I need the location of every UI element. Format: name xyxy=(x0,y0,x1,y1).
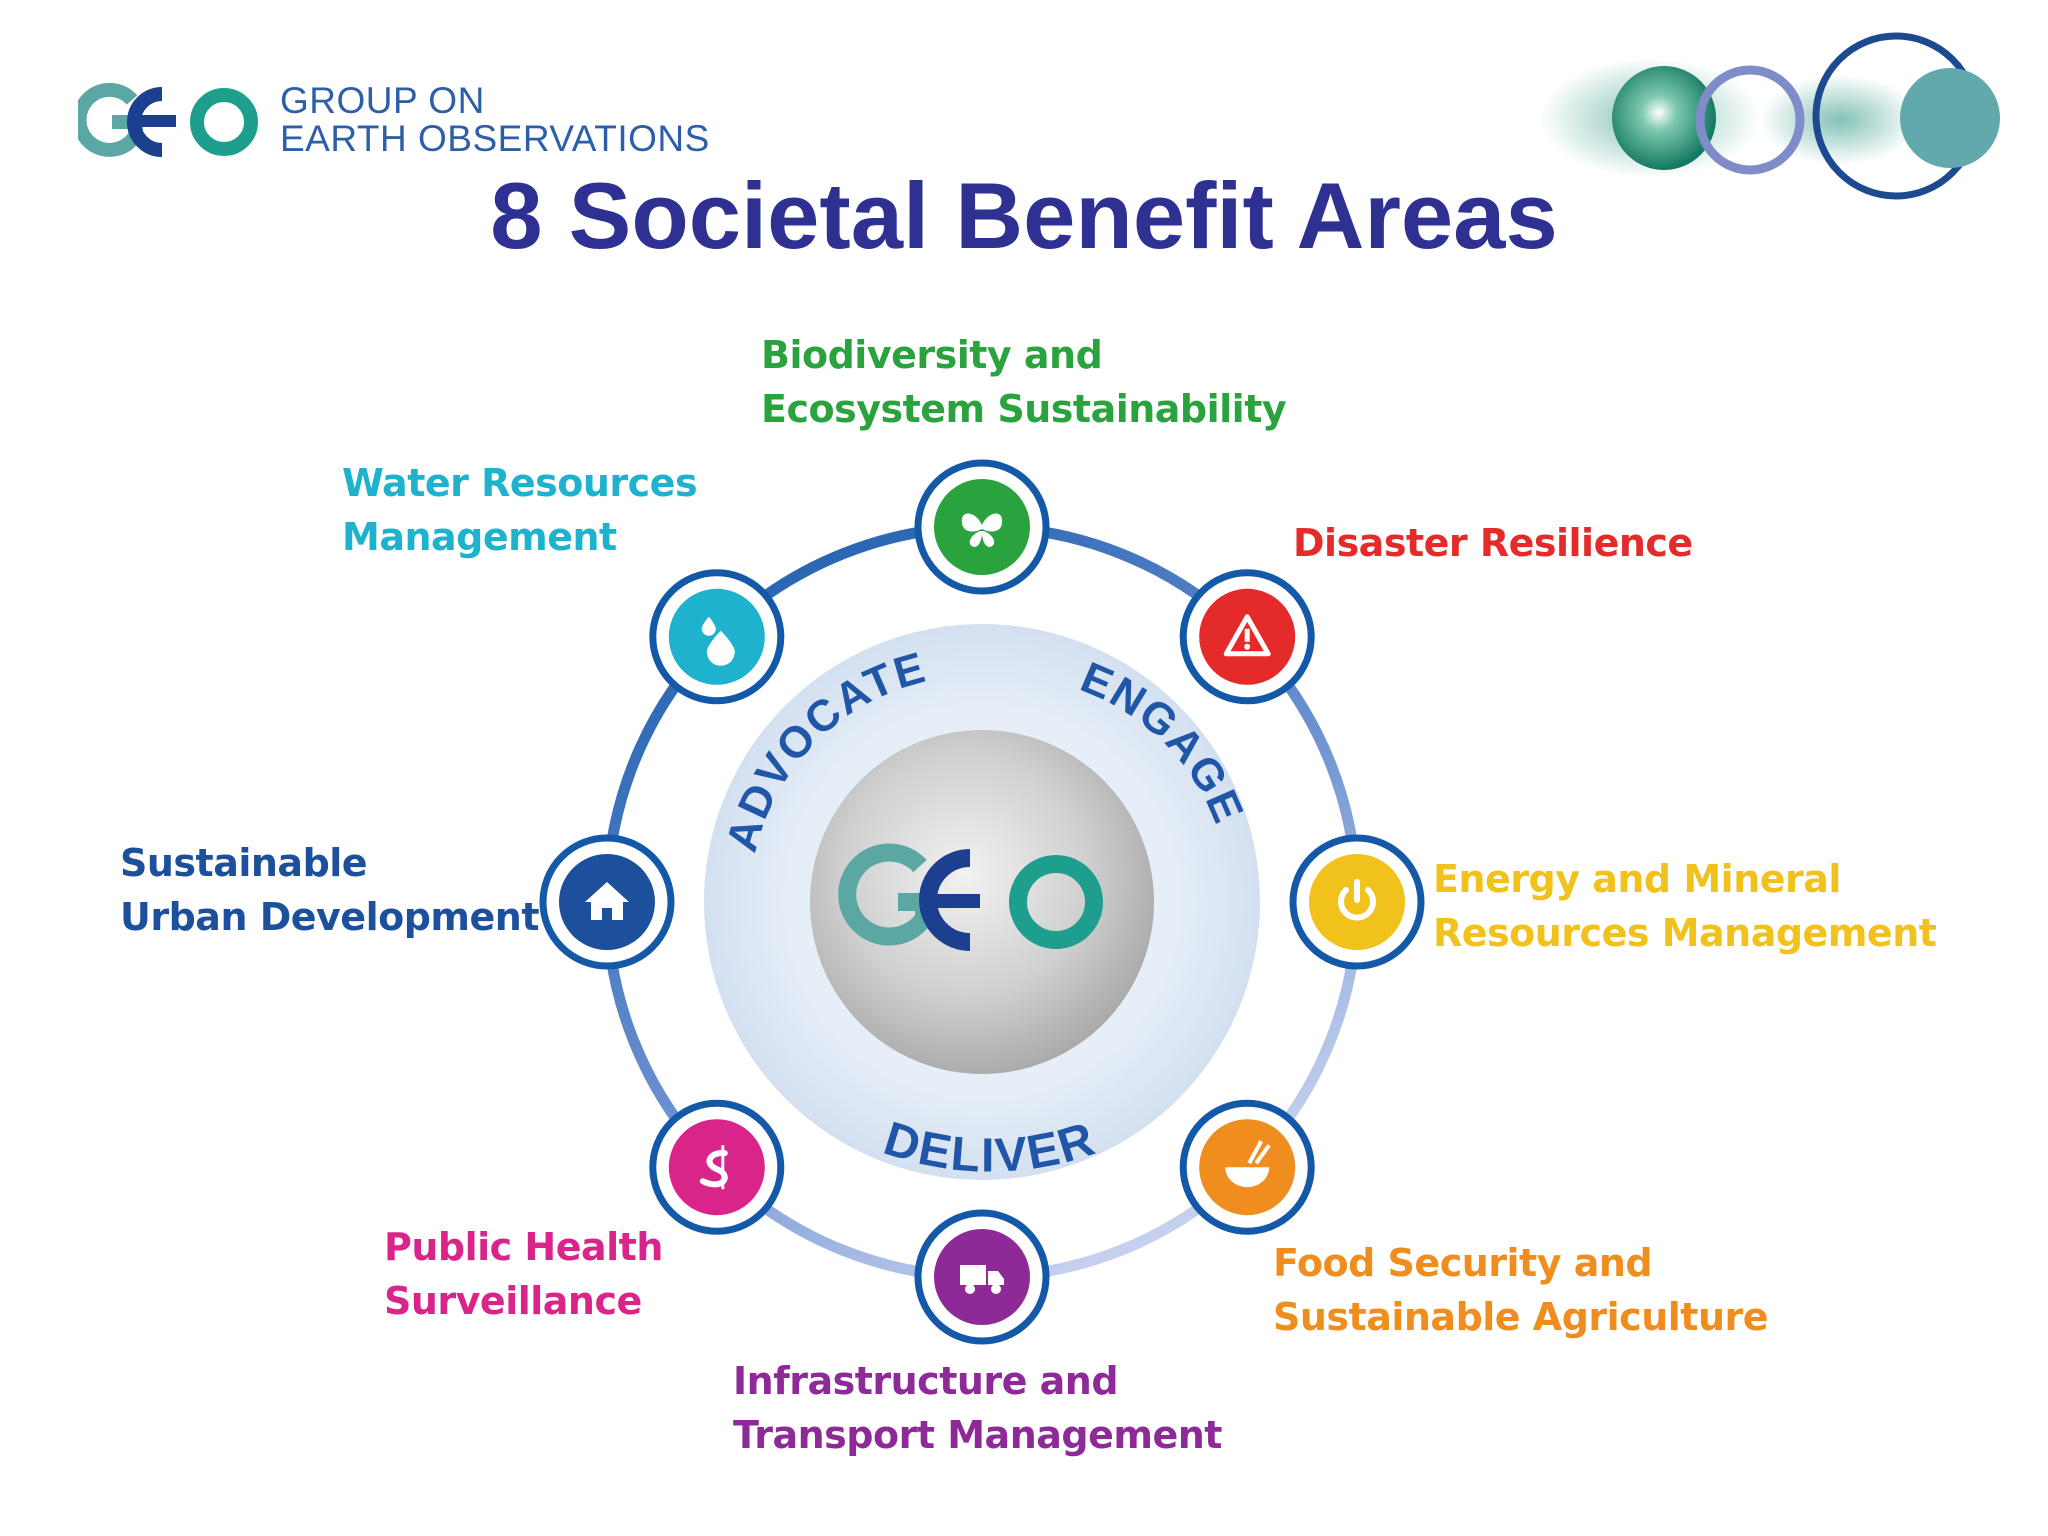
node-biodiversity xyxy=(914,459,1050,595)
warning-icon xyxy=(1223,614,1271,657)
node-energy xyxy=(1289,834,1425,970)
center-geo-logo xyxy=(838,843,1103,951)
label-water-line2: Management xyxy=(342,515,617,559)
label-infrastructure-line2: Transport Management xyxy=(733,1413,1222,1457)
label-food-line1: Food Security and xyxy=(1273,1241,1653,1285)
label-energy-line2: Resources Management xyxy=(1433,911,1937,955)
node-water xyxy=(649,569,785,705)
geo-logo-mark xyxy=(78,82,258,157)
label-urban-line2: Urban Development xyxy=(120,895,540,939)
logo-text-line1: GROUP ON xyxy=(280,80,485,121)
label-water: Water Resources Management xyxy=(342,456,698,564)
label-disaster: Disaster Resilience xyxy=(1293,516,1693,570)
label-health: Public Health Surveillance xyxy=(384,1220,663,1328)
label-food: Food Security and Sustainable Agricultur… xyxy=(1273,1236,1769,1344)
label-biodiversity-line1: Biodiversity and xyxy=(761,333,1103,377)
node-disaster xyxy=(1179,569,1315,705)
bowl-icon xyxy=(1225,1140,1271,1188)
node-food xyxy=(1179,1099,1315,1235)
label-water-line1: Water Resources xyxy=(342,461,698,505)
house-icon xyxy=(585,882,629,920)
node-infrastructure xyxy=(914,1209,1050,1345)
water-drop-icon xyxy=(701,616,735,666)
label-urban-line1: Sustainable xyxy=(120,841,368,885)
butterfly-icon xyxy=(961,513,1003,547)
truck-icon xyxy=(960,1265,1004,1294)
node-health xyxy=(649,1099,785,1235)
label-infrastructure: Infrastructure and Transport Management xyxy=(733,1354,1222,1462)
node-urban xyxy=(539,834,675,970)
label-biodiversity-line2: Ecosystem Sustainability xyxy=(761,387,1287,431)
label-health-line1: Public Health xyxy=(384,1225,663,1269)
label-infrastructure-line1: Infrastructure and xyxy=(733,1359,1119,1403)
label-biodiversity: Biodiversity and Ecosystem Sustainabilit… xyxy=(761,328,1287,436)
snake-icon xyxy=(699,1145,728,1190)
decorative-circles xyxy=(1540,32,2000,200)
label-energy: Energy and Mineral Resources Management xyxy=(1433,852,1937,960)
page-title: 8 Societal Benefit Areas xyxy=(490,163,1558,268)
power-icon xyxy=(1338,879,1376,921)
geo-logo: GROUP ON EARTH OBSERVATIONS xyxy=(78,76,709,166)
label-energy-line1: Energy and Mineral xyxy=(1433,857,1841,901)
logo-text-line2: EARTH OBSERVATIONS xyxy=(280,118,710,159)
label-urban: Sustainable Urban Development xyxy=(120,836,540,944)
label-food-line2: Sustainable Agriculture xyxy=(1273,1295,1769,1339)
globe xyxy=(810,730,1154,1074)
label-disaster-line1: Disaster Resilience xyxy=(1293,521,1693,565)
label-health-line2: Surveillance xyxy=(384,1279,642,1323)
